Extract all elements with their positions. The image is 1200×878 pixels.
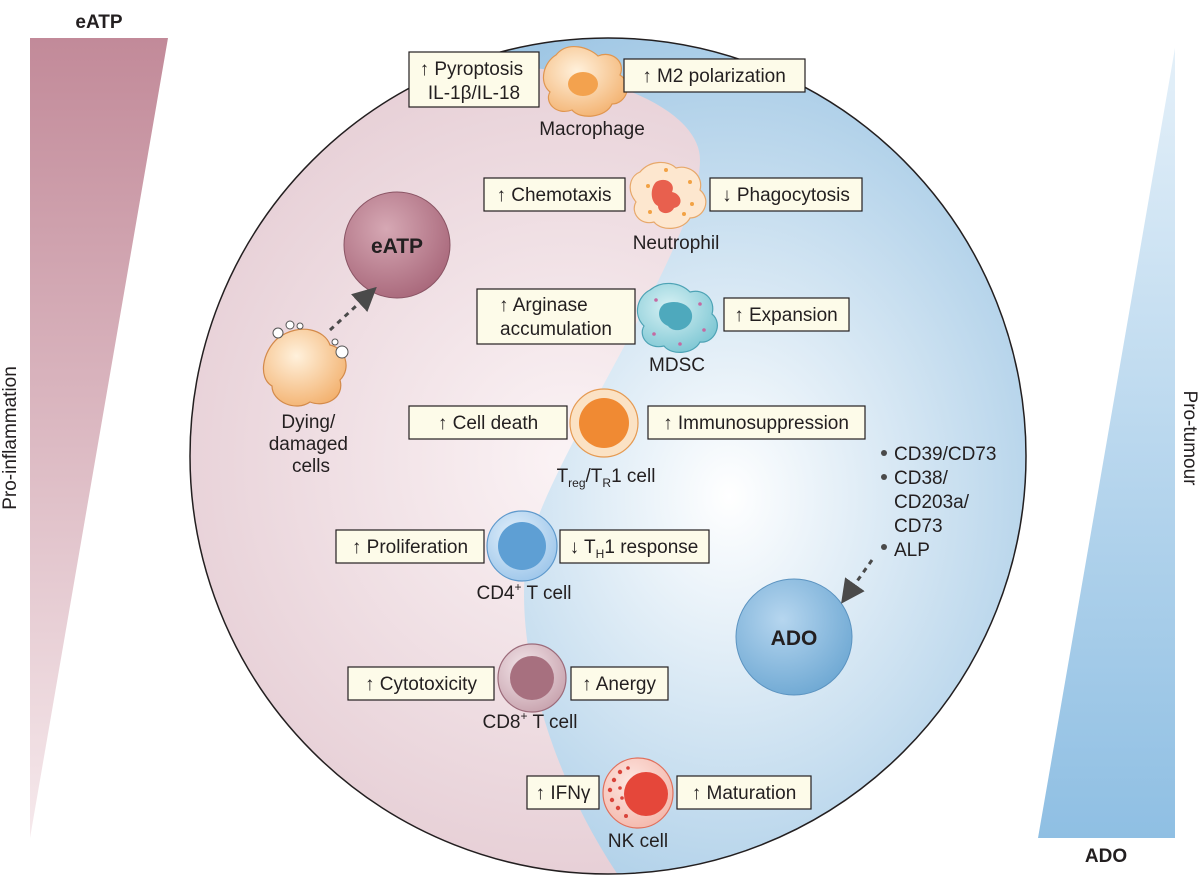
ado-molecule xyxy=(735,578,853,696)
pro-inflammation-label: Pro-inflammation xyxy=(0,366,21,510)
ado-conversion-arrow xyxy=(841,559,874,604)
eatp-circle-label: eATP xyxy=(371,235,423,258)
eatp-molecule xyxy=(343,191,451,299)
eatp-release-arrow xyxy=(328,286,377,332)
cd8-right-label: ↑ Anergy xyxy=(582,674,656,695)
macrophage-left-label: ↑ Pyroptosis IL-1β/IL-18 xyxy=(420,59,529,104)
ado-gradient-label: ADO xyxy=(1085,846,1127,867)
svg-text:CD39/CD73 CD38/ CD: CD39/CD73 CD38/ CD203a/ CD73 ALP xyxy=(894,444,1002,561)
cd4-row: ↑ Proliferation ↓ TH1 response CD4+ T ce… xyxy=(335,510,710,604)
treg-right-label: ↑ Immunosuppression xyxy=(663,413,849,434)
neutrophil-row: ↑ Chemotaxis ↓ Phagocytosis Neutrophil xyxy=(483,161,863,254)
macrophage-right-label: ↑ M2 polarization xyxy=(642,66,786,87)
mdsc-right-label: ↑ Expansion xyxy=(734,305,838,326)
nk-right-label: ↑ Maturation xyxy=(692,783,797,804)
pro-inflammation-gradient xyxy=(30,38,168,838)
ado-region xyxy=(350,38,1026,874)
cd4-left-label: ↑ Proliferation xyxy=(352,537,468,558)
treg-left-label: ↑ Cell death xyxy=(438,413,538,434)
mdsc-label: MDSC xyxy=(649,355,705,376)
nk-label: NK cell xyxy=(608,831,668,852)
treg-row: ↑ Cell death ↑ Immunosuppression Treg/TR… xyxy=(408,388,866,490)
cd8-left-label: ↑ Cytotoxicity xyxy=(365,674,477,695)
mdsc-row: ↑ Arginase accumulation ↑ Expansion MDSC xyxy=(476,282,850,376)
microenvironment-circle xyxy=(190,38,1026,874)
ectoenzyme-list: CD39/CD73 CD38/ CD203a/ CD73 ALP xyxy=(881,444,1002,561)
macrophage-row: ↑ Pyroptosis IL-1β/IL-18 ↑ M2 polarizati… xyxy=(408,46,806,140)
ado-circle-label: ADO xyxy=(771,627,818,650)
dying-cell-icon xyxy=(262,320,349,407)
cd4-label: CD4+ T cell xyxy=(476,580,571,604)
cd8-row: ↑ Cytotoxicity ↑ Anergy CD8+ T cell xyxy=(347,643,669,733)
dying-cells-label: Dying/ damaged cells xyxy=(269,412,354,477)
neutrophil-left-label: ↑ Chemotaxis xyxy=(496,185,611,206)
nk-left-label: ↑ IFNγ xyxy=(536,783,591,804)
cd8-label: CD8+ T cell xyxy=(482,709,577,733)
eatp-gradient-label: eATP xyxy=(75,12,122,33)
treg-label: Treg/TR1 cell xyxy=(557,466,656,490)
pro-tumour-gradient xyxy=(1038,48,1175,838)
macrophage-label: Macrophage xyxy=(539,119,645,140)
pro-tumour-label: Pro-tumour xyxy=(1179,390,1200,486)
neutrophil-right-label: ↓ Phagocytosis xyxy=(722,185,850,206)
cd4-right-label: ↓ TH1 response xyxy=(570,537,699,561)
nk-row: ↑ IFNγ ↑ Maturation NK cell xyxy=(526,757,812,852)
mdsc-left-label: ↑ Arginase accumulation xyxy=(499,295,612,340)
neutrophil-label: Neutrophil xyxy=(633,233,720,254)
